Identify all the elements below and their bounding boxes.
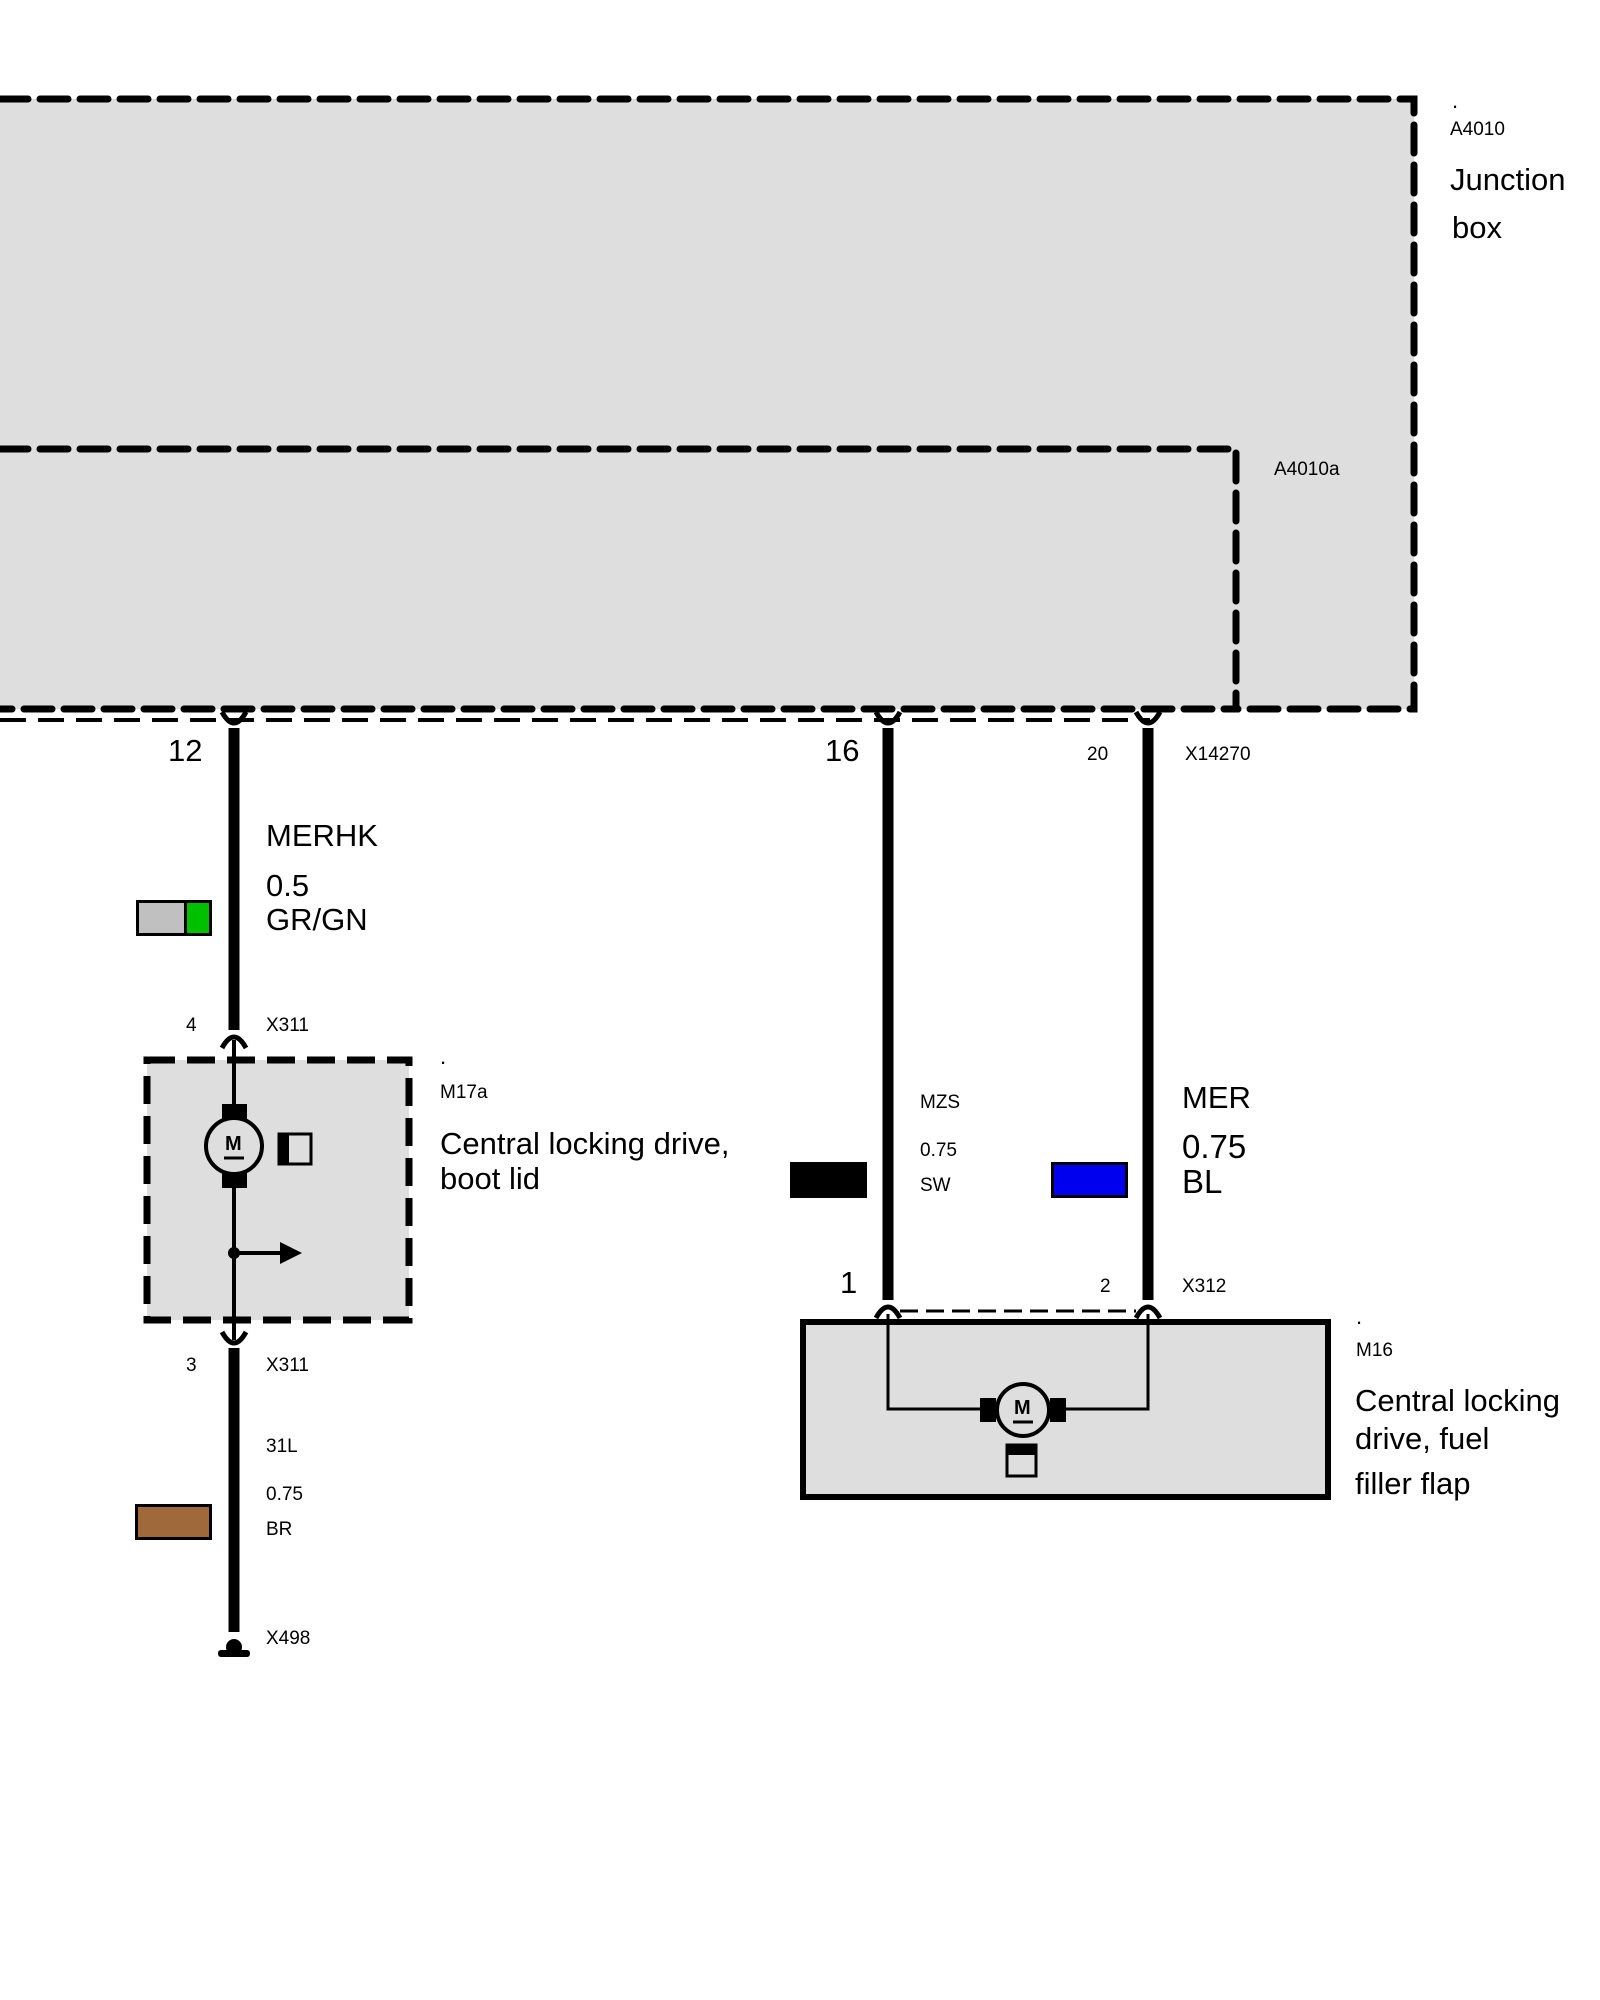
x311-pin-4-label: 4 bbox=[186, 1015, 197, 1036]
sub-box-outline bbox=[0, 445, 1240, 713]
m17a-name-line2: boot lid bbox=[440, 1161, 540, 1196]
pin-20-label: 20 bbox=[1087, 744, 1109, 765]
pin-20-socket bbox=[1133, 710, 1163, 726]
wire-mzs-signal: MZS bbox=[920, 1092, 961, 1113]
m16-name-line1: Central locking bbox=[1355, 1383, 1561, 1418]
x312-id: X312 bbox=[1182, 1276, 1227, 1297]
junction-box-a4010a bbox=[0, 445, 1240, 713]
wire-31l-signal: 31L bbox=[266, 1436, 298, 1457]
junction-box-dot: . bbox=[1452, 88, 1459, 113]
pin-12-socket bbox=[219, 710, 249, 726]
m16-id: M16 bbox=[1356, 1340, 1393, 1361]
wire-merhk bbox=[219, 710, 249, 1050]
m16-motor-icon bbox=[995, 1382, 1051, 1438]
x311-bottom-id: X311 bbox=[266, 1355, 309, 1376]
ground-icon bbox=[218, 1650, 250, 1657]
wire-mer-gauge: 0.75 bbox=[1182, 1128, 1247, 1165]
m16-brush-left bbox=[980, 1398, 996, 1422]
wire-mer bbox=[1133, 710, 1163, 1300]
wire-31l-color-swatch bbox=[135, 1504, 212, 1540]
x312-pin-2-label: 2 bbox=[1100, 1276, 1111, 1297]
wire-31l bbox=[218, 1330, 250, 1657]
m16-lock-icon-fill bbox=[1007, 1445, 1036, 1455]
wire-mzs bbox=[873, 710, 903, 1300]
m17a-motor-icon bbox=[204, 1116, 264, 1176]
m16-motor-label: M bbox=[1014, 1397, 1031, 1419]
junction-box-a4010 bbox=[0, 95, 1418, 713]
wire-mzs-gauge: 0.75 bbox=[920, 1140, 957, 1161]
wire-mzs-color-swatch bbox=[790, 1162, 867, 1198]
junction-box-id: A4010 bbox=[1450, 119, 1505, 140]
m16-brush-right bbox=[1050, 1398, 1066, 1422]
pin-16-socket bbox=[873, 710, 903, 726]
x312-pin-1-label: 1 bbox=[840, 1265, 858, 1300]
junction-box-fill bbox=[0, 99, 1414, 709]
x312-pin-1-socket bbox=[873, 1304, 903, 1320]
wire-merhk-signal: MERHK bbox=[266, 818, 378, 853]
wire-merhk-color-code: GR/GN bbox=[266, 902, 368, 937]
m17a-output-arrow-icon bbox=[280, 1242, 302, 1264]
m17a-brush-bottom bbox=[222, 1172, 247, 1188]
sub-box-id: A4010a bbox=[1274, 459, 1340, 480]
connector-x312 bbox=[873, 1304, 1163, 1320]
wire-mzs-color-code: SW bbox=[920, 1175, 951, 1196]
wire-merhk-gauge: 0.5 bbox=[266, 868, 310, 903]
m16-name-line2: drive, fuel bbox=[1355, 1421, 1490, 1456]
wire-mer-color-code: BL bbox=[1182, 1163, 1223, 1200]
m17a-id: M17a bbox=[440, 1082, 488, 1103]
x311-pin-3-label: 3 bbox=[186, 1355, 197, 1376]
wire-mer-signal: MER bbox=[1182, 1080, 1251, 1115]
fuel-flap-drive-m16 bbox=[800, 1314, 1331, 1500]
wire-merhk-color-swatch bbox=[136, 900, 212, 936]
wire-31l-gauge: 0.75 bbox=[266, 1484, 303, 1505]
x311-top-id: X311 bbox=[266, 1015, 309, 1036]
m17a-name-line1: Central locking drive, bbox=[440, 1126, 730, 1161]
x311-pin-4-socket bbox=[219, 1034, 249, 1050]
pin-12-label: 12 bbox=[168, 733, 203, 768]
x498-id: X498 bbox=[266, 1628, 311, 1649]
pin-16-label: 16 bbox=[825, 733, 860, 768]
m17a-lock-icon-fill bbox=[279, 1134, 289, 1164]
swatch-green bbox=[184, 903, 209, 933]
wire-mer-color-swatch bbox=[1051, 1162, 1128, 1198]
m16-internal-wire bbox=[886, 1314, 1150, 1411]
junction-box-name-line1: Junction bbox=[1450, 162, 1566, 197]
x311-pin-3-socket bbox=[219, 1330, 249, 1346]
m17a-box bbox=[143, 1056, 413, 1324]
junction-box-name-line2: box bbox=[1452, 210, 1502, 245]
m17a-motor-label: M bbox=[225, 1133, 242, 1155]
boot-lid-drive-m17a bbox=[143, 1040, 413, 1340]
connector-x14270-id: X14270 bbox=[1185, 744, 1251, 765]
wire-31l-color-code: BR bbox=[266, 1519, 293, 1540]
m17a-brush-top bbox=[222, 1104, 247, 1120]
m17a-dot: . bbox=[440, 1044, 447, 1069]
m16-dot: . bbox=[1356, 1304, 1363, 1329]
swatch-grey bbox=[139, 903, 184, 933]
m16-name-line3: filler flap bbox=[1355, 1466, 1471, 1501]
junction-box-outline bbox=[0, 95, 1418, 713]
x312-pin-2-socket bbox=[1133, 1304, 1163, 1320]
